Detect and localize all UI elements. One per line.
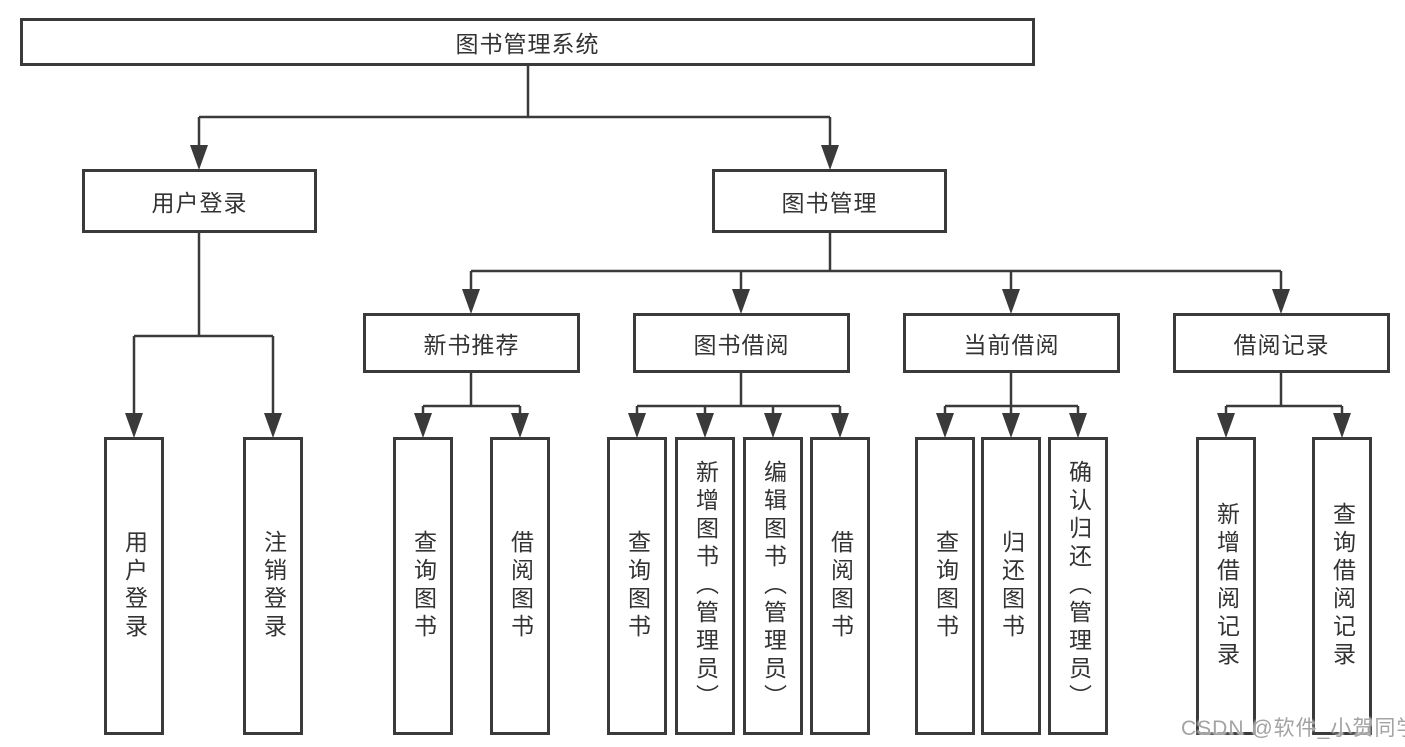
node-book-management: 图书管理: [712, 169, 947, 233]
node-root: 图书管理系统: [20, 18, 1035, 66]
leaf-confirm-return-admin: 确认归还（管理员）: [1048, 437, 1108, 735]
leaf-query-books-recommend: 查询图书: [393, 437, 453, 735]
leaf-return-books: 归还图书: [981, 437, 1041, 735]
leaf-user-login: 用户登录: [104, 437, 164, 735]
node-user-login: 用户登录: [82, 169, 317, 233]
leaf-logout: 注销登录: [243, 437, 303, 735]
leaf-edit-book-admin: 编辑图书（管理员）: [743, 437, 803, 735]
leaf-add-book-admin: 新增图书（管理员）: [675, 437, 735, 735]
leaf-query-books-borrow: 查询图书: [607, 437, 667, 735]
node-new-book-recommend: 新书推荐: [363, 313, 580, 373]
node-book-borrow: 图书借阅: [633, 313, 850, 373]
node-current-borrow: 当前借阅: [903, 313, 1120, 373]
leaf-query-books-current: 查询图书: [915, 437, 975, 735]
watermark: CSDN @软件_小贺同学: [1181, 717, 1405, 740]
leaf-borrow-books-recommend: 借阅图书: [490, 437, 550, 735]
leaf-borrow-books: 借阅图书: [810, 437, 870, 735]
node-borrow-records: 借阅记录: [1173, 313, 1390, 373]
leaf-add-borrow-record: 新增借阅记录: [1196, 437, 1256, 735]
leaf-query-borrow-record: 查询借阅记录: [1312, 437, 1372, 735]
